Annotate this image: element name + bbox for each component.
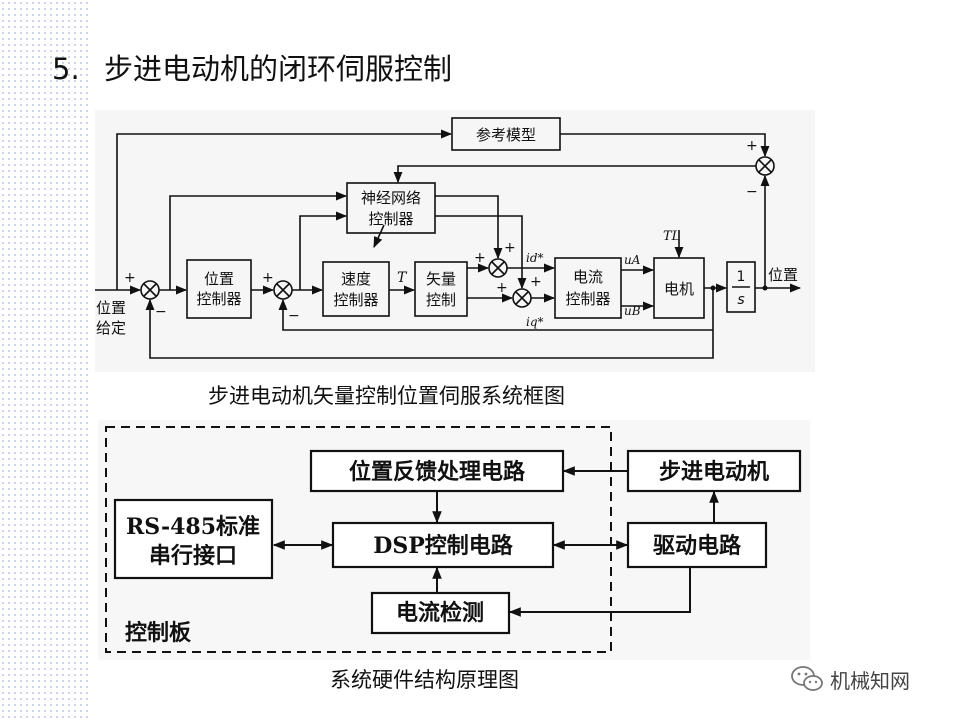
- vector-control-label-2: 控制: [426, 291, 456, 309]
- diagram1-caption: 步进电动机矢量控制位置伺服系统框图: [208, 384, 565, 408]
- torque-label: T: [397, 270, 408, 286]
- diagram2-caption: 系统硬件结构原理图: [330, 668, 519, 692]
- iq-ref-label: iq*: [526, 315, 544, 329]
- diagram1-background: [95, 110, 815, 372]
- sign-err-minus: −: [746, 184, 758, 200]
- title-text: 步进电动机的闭环伺服控制: [104, 52, 453, 86]
- vector-control-label-1: 矢量: [426, 270, 456, 288]
- line-driver-to-current: [508, 567, 691, 617]
- position-controller-label-2: 控制器: [196, 290, 241, 308]
- sign-err-plus: +: [746, 138, 758, 154]
- watermark-text: 机械知网: [830, 668, 910, 693]
- sign-sum1-plus: +: [124, 270, 136, 286]
- nn-label-line1: 神经网络: [361, 189, 421, 207]
- current-detect-label: 电流检测: [396, 600, 484, 626]
- line-nn-to-iq: [435, 215, 527, 290]
- current-controller-label-1: 电流: [573, 268, 603, 286]
- control-board-label: 控制板: [125, 620, 192, 646]
- sign-iq-plus-b: +: [530, 274, 542, 290]
- junction-dot-output: [710, 285, 716, 291]
- junction-dot-position: [762, 285, 768, 291]
- slide-title: 5. 步进电动机的闭环伺服控制: [52, 46, 452, 88]
- nn-label-line2: 控制器: [368, 210, 413, 228]
- sign-sum1-minus: −: [155, 304, 167, 320]
- sign-id-plus-a: +: [474, 250, 486, 266]
- sign-sum2-minus: −: [288, 308, 300, 324]
- line-speedref-to-nn: [299, 211, 348, 290]
- watermark: 机械知网: [790, 664, 910, 694]
- line-nn-to-id: [435, 195, 503, 260]
- nn-controller-block: [346, 182, 436, 234]
- rs485-interface-block: [113, 498, 274, 580]
- line-reference-to-error: [560, 133, 770, 158]
- title-number: 5.: [52, 52, 80, 86]
- id-ref-label: id*: [526, 251, 544, 265]
- control-board-boundary: [105, 426, 612, 653]
- reference-model-label: 参考模型: [476, 126, 536, 144]
- nn-adjust-arrow: [373, 224, 385, 249]
- line-to-reference-model: [116, 129, 453, 290]
- stepper-motor-label: 步进电动机: [659, 459, 769, 485]
- current-controller-label-2: 控制器: [565, 290, 610, 308]
- position-controller-label-1: 位置: [204, 270, 234, 288]
- ua-label: uA: [624, 253, 641, 267]
- current-detect-block: [370, 591, 511, 635]
- integrator-denominator: s: [737, 292, 744, 308]
- input-label-2: 给定: [96, 319, 126, 337]
- speed-controller-label-1: 速度: [341, 270, 371, 288]
- current-controller-block: [554, 257, 622, 319]
- output-label: 位置: [768, 266, 798, 284]
- driver-circuit-block: [626, 521, 768, 569]
- sign-sum2-plus: +: [262, 270, 274, 286]
- speed-feedback-loop: [278, 298, 713, 331]
- load-torque-label: TL: [663, 229, 680, 244]
- sign-id-plus-b: +: [504, 240, 516, 256]
- motor-label: 电机: [664, 280, 694, 298]
- dsp-control-label: DSP控制电路: [373, 533, 514, 559]
- speed-controller-label-2: 控制器: [333, 291, 378, 309]
- rs485-label-2: 串行接口: [149, 543, 237, 569]
- driver-circuit-label: 驱动电路: [653, 533, 742, 559]
- line-error-to-nn: [393, 165, 756, 184]
- position-feedback-loop: [145, 288, 714, 359]
- input-label-1: 位置: [96, 299, 126, 317]
- line-input-to-nn: [169, 191, 348, 290]
- sign-iq-plus-a: +: [496, 280, 508, 296]
- feedback-circuit-label: 位置反馈处理电路: [349, 459, 526, 485]
- ub-label: uB: [624, 304, 641, 318]
- rs485-label-1: RS-485标准: [126, 514, 260, 540]
- integrator-numerator: 1: [737, 269, 746, 285]
- wechat-icon: [791, 666, 823, 691]
